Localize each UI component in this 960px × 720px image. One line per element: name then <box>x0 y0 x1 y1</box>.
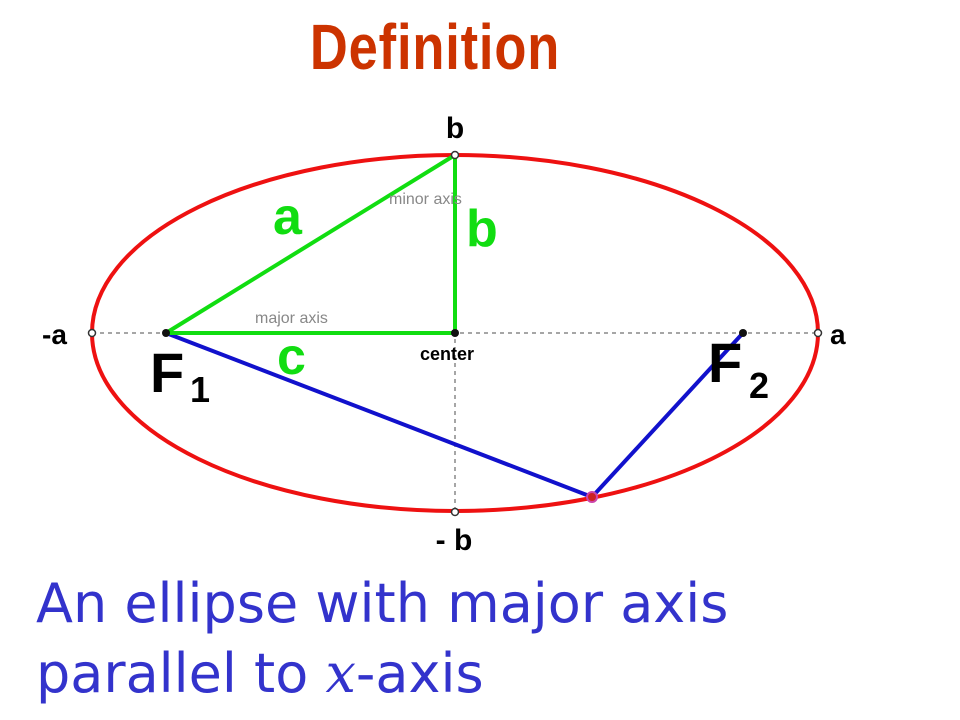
label-b-top: b <box>446 112 464 145</box>
caption-variable-x: x <box>325 642 356 705</box>
caption-line-2: parallel to x-axis <box>36 640 936 708</box>
label-minor-axis: minor axis <box>389 191 462 208</box>
caption-line-2-suffix: -axis <box>355 642 484 705</box>
label-a-hypotenuse: a <box>273 188 303 246</box>
label-pos-a: a <box>830 319 846 350</box>
focus-point-f1 <box>162 329 170 337</box>
caption-line-2-prefix: parallel to <box>36 642 326 705</box>
focal-line-f1 <box>165 331 593 499</box>
center-point <box>451 329 459 337</box>
label-f2-subscript: 2 <box>749 365 769 406</box>
label-f2: F <box>708 331 742 394</box>
caption-line-1: An ellipse with major axis <box>36 572 729 635</box>
label-b-leg: b <box>466 200 498 258</box>
label-f1-subscript: 1 <box>190 369 210 410</box>
vertex-point-left <box>87 328 97 338</box>
label-major-axis: major axis <box>255 310 328 327</box>
curve-point <box>586 491 598 503</box>
focus-point-f2 <box>739 329 747 337</box>
focal-line-f2 <box>590 331 745 499</box>
label-center: center <box>420 344 474 364</box>
label-f1: F <box>150 341 184 404</box>
vertex-point-right <box>813 328 823 338</box>
covertex-point-bottom <box>450 507 460 517</box>
label-c-leg: c <box>277 328 306 386</box>
label-neg-a: -a <box>42 319 67 350</box>
slide-title: Definition <box>309 11 561 83</box>
label-neg-b: - b <box>436 524 473 557</box>
triangle-hypotenuse-a <box>164 153 457 335</box>
covertex-point-top <box>450 150 460 160</box>
